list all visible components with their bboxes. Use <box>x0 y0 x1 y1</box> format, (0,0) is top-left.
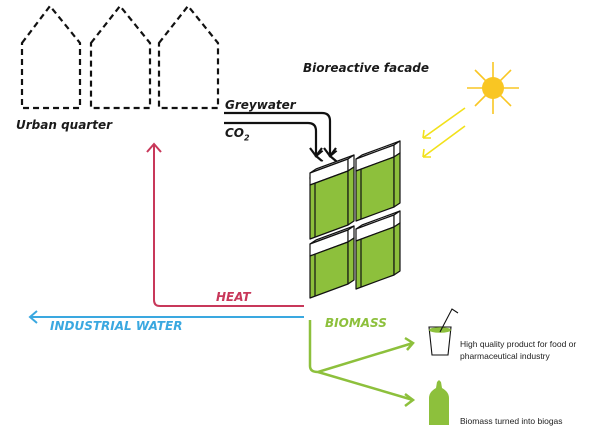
greywater-arrow <box>224 111 330 156</box>
greywater-label: Greywater <box>225 98 296 112</box>
industrial-water-arrow <box>28 310 304 324</box>
house-outline-icon <box>157 4 220 110</box>
facade-panel <box>355 140 401 222</box>
sunlight-arrows <box>422 107 466 158</box>
glass-with-straw-icon <box>428 308 459 356</box>
urban-quarter-houses <box>20 4 220 110</box>
bioreactive-facade-title: Bioreactive facade <box>303 61 430 75</box>
biomass-label: BIOMASS <box>325 316 387 330</box>
house-outline-icon <box>89 4 152 110</box>
facade-panels <box>309 140 401 299</box>
heat-arrow <box>146 142 304 307</box>
biomass-arrows <box>308 320 416 407</box>
facade-panel <box>355 210 401 290</box>
urban-quarter-label: Urban quarter <box>16 118 113 132</box>
facade-panel <box>309 154 355 240</box>
industrial-water-label: INDUSTRIAL WATER <box>50 319 183 333</box>
bottle-icon <box>429 380 449 425</box>
greywater-arrowhead-icon <box>323 147 337 158</box>
co2-main: CO <box>225 126 245 140</box>
heat-label: HEAT <box>216 290 251 304</box>
biogas-description: Biomass turned into biogas <box>460 416 563 426</box>
house-outline-icon <box>20 4 82 110</box>
co2-arrow <box>224 121 316 156</box>
sun-icon <box>467 62 519 114</box>
co2-label: CO2 <box>225 126 250 142</box>
product-line-1: High quality product for food or <box>460 339 577 349</box>
co2-subscript: 2 <box>244 133 250 143</box>
co2-arrowhead-icon <box>309 147 323 158</box>
input-arrows <box>224 111 337 158</box>
facade-panel <box>309 225 355 299</box>
product-line-2: pharmaceutical industry <box>460 351 550 361</box>
product-description: High quality product for food or pharmac… <box>460 338 576 362</box>
